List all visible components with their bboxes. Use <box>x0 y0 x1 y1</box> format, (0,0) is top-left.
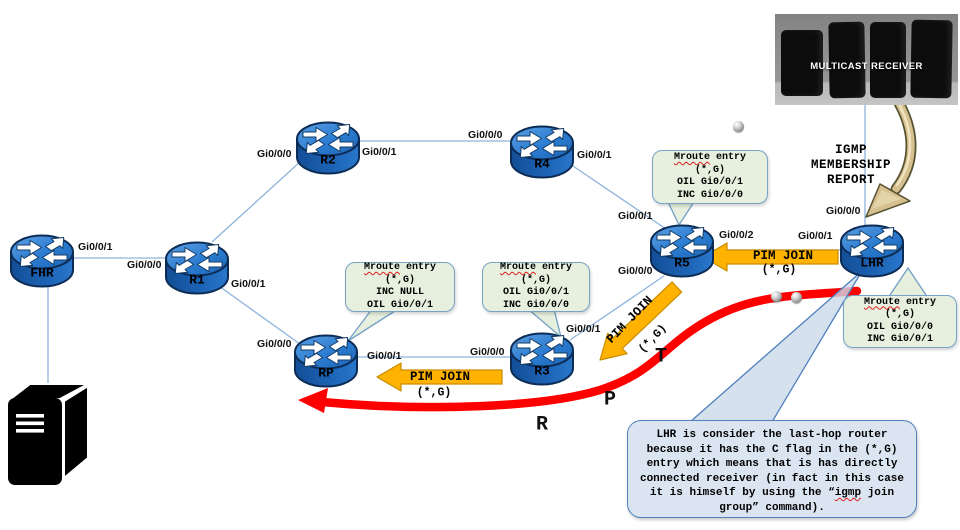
router-label-r2: R2 <box>320 152 336 168</box>
router-label-fhr: FHR <box>30 265 54 281</box>
pim-join-arrow-shapes <box>376 242 839 392</box>
pim-join-label: PIM JOIN <box>752 249 814 263</box>
path-letter-r: R <box>535 413 549 437</box>
interface-label: Gi0/0/0 <box>468 129 503 141</box>
set-top-box <box>781 30 823 96</box>
interface-label: Gi0/0/1 <box>798 230 833 242</box>
mroute-line: (*,G) <box>520 274 551 286</box>
multicast-receiver-photo: MULTICAST RECEIVER <box>775 14 958 105</box>
pim-join-arrow-r5-r3 <box>599 281 683 361</box>
mroute-box-tails <box>347 201 929 342</box>
rpt-path-arrow <box>298 286 862 413</box>
interface-label: Gi0/0/1 <box>566 323 601 335</box>
mroute-line: (*,G) <box>884 309 915 320</box>
set-top-box <box>910 19 953 99</box>
bead-icon <box>791 292 802 303</box>
bead-icon <box>771 291 782 302</box>
mroute-line: (*,G) <box>384 274 415 286</box>
interface-label: Gi0/0/1 <box>231 278 266 290</box>
mroute-line: OIL Gi0/0/1 <box>366 299 433 311</box>
callout-text: join group” command). <box>719 487 895 514</box>
mroute-line: INC Gi0/0/0 <box>676 189 743 201</box>
router-label-r3: R3 <box>534 363 550 379</box>
network-links <box>47 104 866 387</box>
pim-join-arrow-r3-rp <box>376 362 503 392</box>
interface-label: Gi0/0/1 <box>577 149 612 161</box>
set-top-box <box>828 21 866 99</box>
multicast-receiver-label: MULTICAST RECEIVER <box>810 61 923 72</box>
interface-label: Gi0/0/2 <box>719 229 754 241</box>
path-letter-p: P <box>603 388 617 412</box>
mroute-line: INC Gi0/0/1 <box>866 334 933 345</box>
callout-text: LHR is consider the last-hop router beca… <box>639 429 905 499</box>
mroute-line: INC NULL <box>375 287 424 298</box>
interface-label: Gi0/0/0 <box>470 346 505 358</box>
interface-label: Gi0/0/1 <box>367 350 402 362</box>
pim-join-arrow-lhr-r5 <box>702 242 839 272</box>
mroute-line: INC Gi0/0/0 <box>502 299 569 311</box>
server-icon <box>4 383 89 485</box>
interface-label: Gi0/0/1 <box>362 146 397 158</box>
mroute-line: OIL Gi0/0/0 <box>866 321 933 333</box>
path-letter-t: T <box>654 345 668 369</box>
router-label-lhr: LHR <box>860 255 884 271</box>
mroute-line: (*,G) <box>694 164 725 176</box>
interface-label: Gi0/0/0 <box>257 338 292 350</box>
bead-icon <box>733 121 744 132</box>
interface-label: Gi0/0/0 <box>618 265 653 277</box>
pim-join-group: (*,G) <box>761 263 797 277</box>
pim-join-group: (*,G) <box>416 386 452 400</box>
interface-label: Gi0/0/0 <box>826 205 861 217</box>
callout-misspelled-word: igmp <box>834 487 862 499</box>
router-label-r4: R4 <box>534 156 550 172</box>
interface-label: Gi0/0/1 <box>78 241 113 253</box>
interface-label: Gi0/0/1 <box>618 210 653 222</box>
interface-label: Gi0/0/0 <box>127 259 162 271</box>
igmp-report-line2: REPORT <box>826 173 875 187</box>
router-label-rp: RP <box>318 365 334 381</box>
set-top-box <box>870 22 906 98</box>
mroute-line: OIL Gi0/0/1 <box>502 287 569 298</box>
pim-join-label: PIM JOIN <box>409 370 471 384</box>
router-label-r1: R1 <box>189 272 205 288</box>
router-label-r5: R5 <box>674 255 690 271</box>
mroute-line: OIL Gi0/0/1 <box>676 177 743 188</box>
lhr-explanation-callout: LHR is consider the last-hop router beca… <box>627 420 917 518</box>
igmp-report-line1: IGMP MEMBERSHIP <box>810 143 891 172</box>
igmp-report-arrow <box>865 97 917 218</box>
igmp-report-text: IGMP MEMBERSHIP REPORT <box>797 143 906 188</box>
interface-label: Gi0/0/0 <box>257 148 292 160</box>
